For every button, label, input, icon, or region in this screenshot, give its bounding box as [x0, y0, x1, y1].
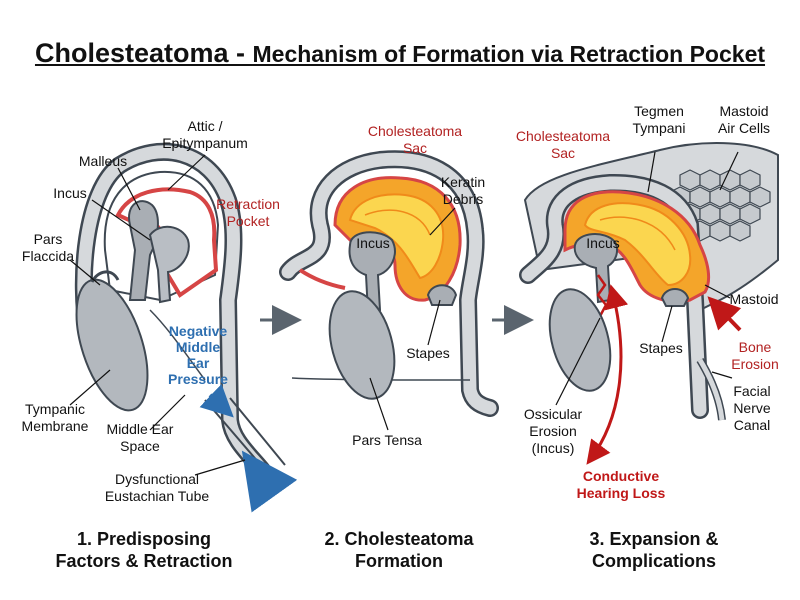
panel-2-labels: Cholesteatoma Sac Keratin Debris Incus S… [352, 123, 485, 448]
label-retraction-2: Pocket [227, 213, 270, 229]
caption-panel1-line2: Factors & Retraction [55, 551, 232, 571]
caption-panel3-line1: 3. Expansion & [589, 529, 718, 549]
label-tympanic-2: Membrane [22, 418, 89, 434]
keratin-debris [348, 193, 445, 280]
panel-1-leaders [69, 154, 246, 476]
label-middle-ear-1: Middle Ear [107, 421, 174, 437]
label-eustachian-1: Dysfunctional [115, 471, 199, 487]
pars-tensa [328, 290, 396, 400]
panel-3-leaders [555, 151, 739, 406]
label-tegmen-1: Tegmen [634, 103, 684, 119]
label-bone-erosion-2: Erosion [731, 356, 778, 372]
label-attic-2: Epitympanum [162, 135, 248, 151]
label-p2-stapes: Stapes [406, 345, 450, 361]
conductive-hearing-loss-arrow [586, 284, 629, 465]
title-part-2: Mechanism of Formation via Retraction Po… [252, 41, 766, 67]
eustachian-blue-arrow [241, 450, 298, 513]
label-attic-1: Attic / [187, 118, 222, 134]
panel-2-anatomy [279, 150, 499, 417]
panel-3-labels: Cholesteatoma Sac Tegmen Tympani Mastoid… [516, 103, 779, 501]
label-conductive-2: Hearing Loss [577, 485, 666, 501]
panel-1-anatomy [74, 142, 298, 513]
panel-3-anatomy [519, 142, 779, 465]
label-sac-2: Sac [403, 140, 427, 156]
incus [148, 225, 190, 304]
caption-panel1-line1: 1. Predisposing [77, 529, 211, 549]
label-incus-1: Incus [53, 185, 86, 201]
label-facial-3: Canal [734, 417, 771, 433]
panel2-incus [348, 231, 396, 314]
caption-panel3-line2: Complications [592, 551, 716, 571]
panel-captions: 1. Predisposing Factors & Retraction 2. … [55, 529, 718, 571]
label-mastoid: Mastoid [729, 291, 778, 307]
diagram-title: Cholesteatoma - Mechanism of Formation v… [0, 38, 800, 69]
tympanic-membrane [75, 278, 149, 412]
caption-panel2-line1: 2. Cholesteatoma [324, 529, 474, 549]
label-sac-1: Cholesteatoma [368, 123, 462, 139]
label-p3-incus: Incus [586, 235, 619, 251]
mastoid-air-cells [669, 169, 771, 242]
label-tegmen-2: Tympani [633, 120, 686, 136]
label-ossicular-1: Ossicular [524, 406, 583, 422]
label-bone-erosion-1: Bone [739, 339, 772, 355]
label-p3-sac-2: Sac [551, 145, 575, 161]
bone-erosion-arrow [707, 296, 742, 332]
label-negative-1: Negative [169, 323, 228, 339]
negative-pressure-arrow [199, 383, 234, 418]
label-tympanic-1: Tympanic [25, 401, 85, 417]
label-mastoid-air-2: Air Cells [718, 120, 770, 136]
label-p3-sac-1: Cholesteatoma [516, 128, 610, 144]
label-middle-ear-2: Space [120, 438, 160, 454]
label-keratin-2: Debris [443, 191, 483, 207]
panel3-keratin [583, 202, 692, 287]
label-negative-3: Ear [187, 355, 210, 371]
label-pars-tensa: Pars Tensa [352, 432, 422, 448]
label-ossicular-2: Erosion [529, 423, 576, 439]
label-facial-2: Nerve [733, 400, 771, 416]
label-keratin-1: Keratin [441, 174, 485, 190]
title-part-1: Cholesteatoma - [34, 38, 253, 68]
label-p2-incus: Incus [356, 235, 389, 251]
label-negative-4: Pressure [168, 371, 228, 387]
caption-panel2-line2: Formation [355, 551, 443, 571]
label-facial-1: Facial [733, 383, 770, 399]
panel-2-leaders [369, 207, 456, 431]
label-conductive-1: Conductive [583, 468, 659, 484]
panel2-stapes [426, 284, 458, 306]
label-retraction-1: Retraction [216, 196, 280, 212]
label-pars-flaccida-2: Flaccida [22, 248, 74, 264]
label-malleus: Malleus [79, 153, 127, 169]
panel3-stapes [660, 288, 690, 307]
malleus [128, 200, 159, 301]
label-ossicular-3: (Incus) [532, 440, 575, 456]
label-pars-flaccida-1: Pars [34, 231, 63, 247]
label-negative-2: Middle [176, 339, 221, 355]
middle-ear-space [149, 309, 206, 381]
label-eustachian-2: Eustachian Tube [105, 488, 210, 504]
label-mastoid-air-1: Mastoid [719, 103, 768, 119]
label-p3-stapes: Stapes [639, 340, 683, 356]
panel-1-labels: Attic / Epitympanum Malleus Incus Pars F… [22, 118, 280, 504]
